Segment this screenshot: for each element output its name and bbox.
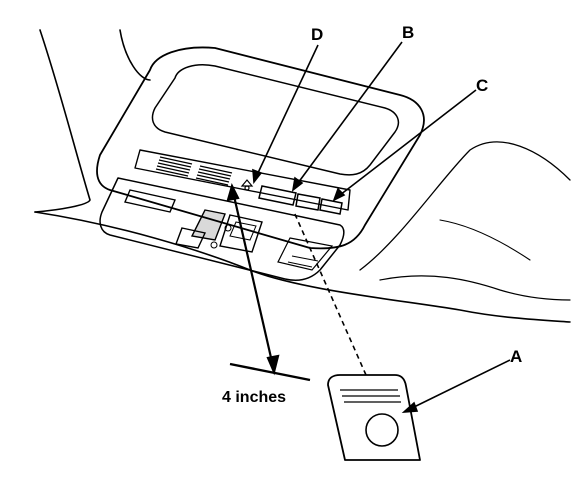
grille-left — [155, 156, 193, 177]
callout-d: D — [311, 25, 323, 44]
console-switches — [124, 189, 334, 271]
callout-a: A — [510, 347, 522, 366]
distance-arrow — [226, 182, 280, 376]
leader-lines — [252, 41, 511, 413]
dimension-label: 4 inches — [222, 389, 286, 406]
remote-transmitter — [327, 374, 421, 461]
callout-b: B — [402, 23, 414, 42]
homelink-buttons — [258, 185, 343, 215]
signal-path-dashed — [293, 211, 367, 376]
homelink-button-1 — [258, 185, 297, 206]
indicator-light — [240, 179, 254, 191]
dimension-baseline — [229, 362, 311, 382]
homelink-button-2 — [295, 193, 321, 211]
roof-headliner — [34, 29, 571, 323]
homelink-button-3 — [319, 198, 343, 215]
callout-c: C — [476, 76, 488, 95]
overhead-console — [96, 46, 425, 282]
grille-right — [195, 165, 233, 186]
fan-icon — [210, 224, 232, 249]
